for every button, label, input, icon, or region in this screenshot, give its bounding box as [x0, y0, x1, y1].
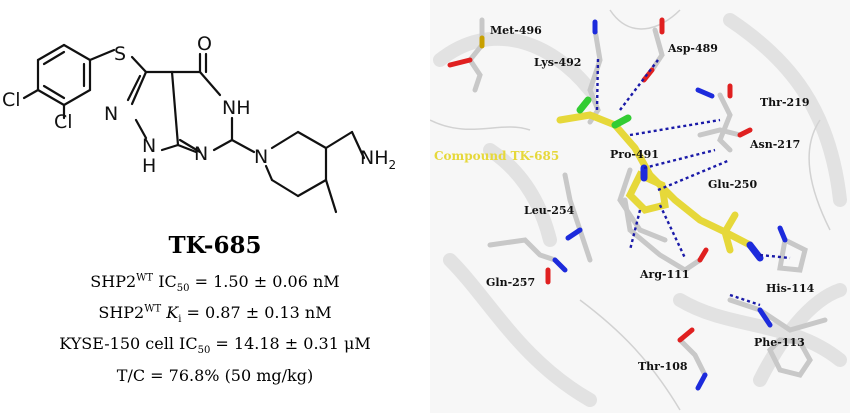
gln257-sticks: [487, 237, 558, 263]
bond-ch2: [324, 130, 354, 150]
label-phe113: Phe-113: [754, 336, 805, 349]
residue-sticks: [447, 17, 828, 391]
bond-aryl-s: [88, 48, 116, 62]
asn217-oxygen: [737, 127, 753, 138]
ligand-chlorine-1: [576, 96, 592, 114]
ic50-value: = 1.50 ± 0.06 nM: [189, 272, 340, 291]
cell-ic50-line: KYSE-150 cell IC50 = 14.18 ± 0.31 μM: [0, 334, 430, 356]
label-leu254: Leu-254: [524, 204, 575, 217]
ic50-target: SHP2: [90, 272, 137, 291]
pyrazole-ring: [126, 70, 180, 152]
asp489-sticks: [649, 27, 665, 73]
label-lys492: Lys-492: [534, 56, 581, 69]
leu254-nitrogen: [565, 227, 583, 241]
atom-s: S: [114, 43, 126, 65]
atom-nh2: NH2: [360, 147, 396, 172]
ki-value: = 0.87 ± 0.13 nM: [181, 303, 332, 322]
compound-name: TK-685: [168, 232, 262, 259]
leu254-sticks: [562, 172, 593, 263]
phe113-nitrogen: [757, 307, 773, 328]
thr108-oxygen: [677, 327, 695, 343]
thr219-nitrogen: [695, 87, 715, 99]
cell-sub: 50: [197, 345, 211, 357]
met496-oxygen: [447, 57, 473, 68]
ki-sup: WT: [144, 303, 162, 315]
benzene-ring: [36, 43, 92, 107]
bond-c2-n: [230, 138, 256, 154]
bond-methyl: [324, 178, 338, 214]
label-gln257: Gln-257: [486, 276, 535, 289]
protein-cartoon: [433, 13, 847, 407]
atom-n-piperidine: N: [254, 146, 268, 168]
atom-cl-2: Cl: [54, 111, 73, 133]
structure-panel: S O Cl Cl NH N N H N N NH2 TK-685 SHP2WT…: [0, 33, 430, 385]
ligand-nh2: [746, 241, 764, 262]
hydrogen-bonds: [595, 57, 791, 307]
ki-target: SHP2: [98, 303, 145, 322]
cell-value: = 14.18 ± 0.31 μM: [210, 334, 371, 353]
label-asp489: Asp-489: [667, 42, 718, 55]
label-met496: Met-496: [490, 24, 542, 37]
ic50-measure: IC: [158, 272, 177, 291]
bond-ch2-n: [350, 130, 366, 160]
label-glu250: Glu-250: [708, 178, 757, 191]
phe113-ring: [766, 337, 813, 378]
ic50-sup: WT: [136, 272, 154, 284]
atom-h-pyrazole: H: [142, 155, 156, 177]
tc-line: T/C = 76.8% (50 mg/kg): [116, 366, 314, 385]
chemical-structure: S O Cl Cl NH N N H N N NH2: [2, 33, 396, 214]
atom-o: O: [197, 33, 212, 55]
atom-n-pyrimidine: N: [194, 143, 208, 165]
label-his114: His-114: [766, 282, 815, 295]
atom-cl-1: Cl: [2, 89, 21, 111]
ki-measure: K: [166, 303, 179, 322]
atom-nh: NH: [222, 97, 251, 119]
bond-cl1: [22, 88, 40, 100]
label-thr219: Thr-219: [760, 96, 810, 109]
ligand-piperidine: [721, 211, 739, 254]
thr108-sticks: [677, 337, 708, 378]
piperidine-ring: [264, 130, 328, 198]
label-compound: Compound TK-685: [434, 149, 559, 163]
ligand-core-ring: [625, 170, 669, 214]
pyrimidinone-ring: [170, 52, 234, 154]
ic50-line: SHP2WT IC50 = 1.50 ± 0.06 nM: [0, 272, 430, 294]
ligand-chlorine-2: [611, 114, 632, 129]
ic50-sub: 50: [176, 283, 190, 295]
ligand-backbone: [556, 111, 754, 249]
atom-n-pyrazole: N: [104, 103, 118, 125]
label-thr108: Thr-108: [638, 360, 688, 373]
his114-ring: [777, 236, 808, 273]
thr108-nitrogen: [695, 372, 708, 391]
docking-panel: Met-496 Asp-489 Lys-492 Thr-219 Asn-217 …: [429, 0, 850, 413]
label-asn217: Asn-217: [749, 138, 800, 151]
asn217-sticks: [697, 127, 743, 138]
arg111-sticks: [622, 197, 703, 273]
thr219-sticks: [717, 92, 733, 153]
bond-s-c3: [130, 55, 148, 74]
phe113-backbone: [727, 297, 828, 333]
his114-nitrogen: [777, 225, 788, 243]
atom-n-pyrazole-nh: N: [142, 135, 156, 157]
label-pro491: Pro-491: [610, 148, 659, 161]
docking-image: Met-496 Asp-489 Lys-492 Thr-219 Asn-217 …: [429, 0, 850, 413]
protein-cartoon-outline: [429, 9, 831, 411]
ligand-tk685: [556, 96, 764, 262]
ki-line: SHP2WT Ki = 0.87 ± 0.13 nM: [0, 303, 430, 325]
cell-prefix: KYSE-150 cell IC: [59, 334, 198, 353]
arg111-oxygen: [697, 247, 709, 263]
ki-sub: i: [178, 314, 182, 326]
label-arg111: Arg-111: [639, 268, 690, 281]
gln257-nitrogen: [552, 257, 568, 273]
